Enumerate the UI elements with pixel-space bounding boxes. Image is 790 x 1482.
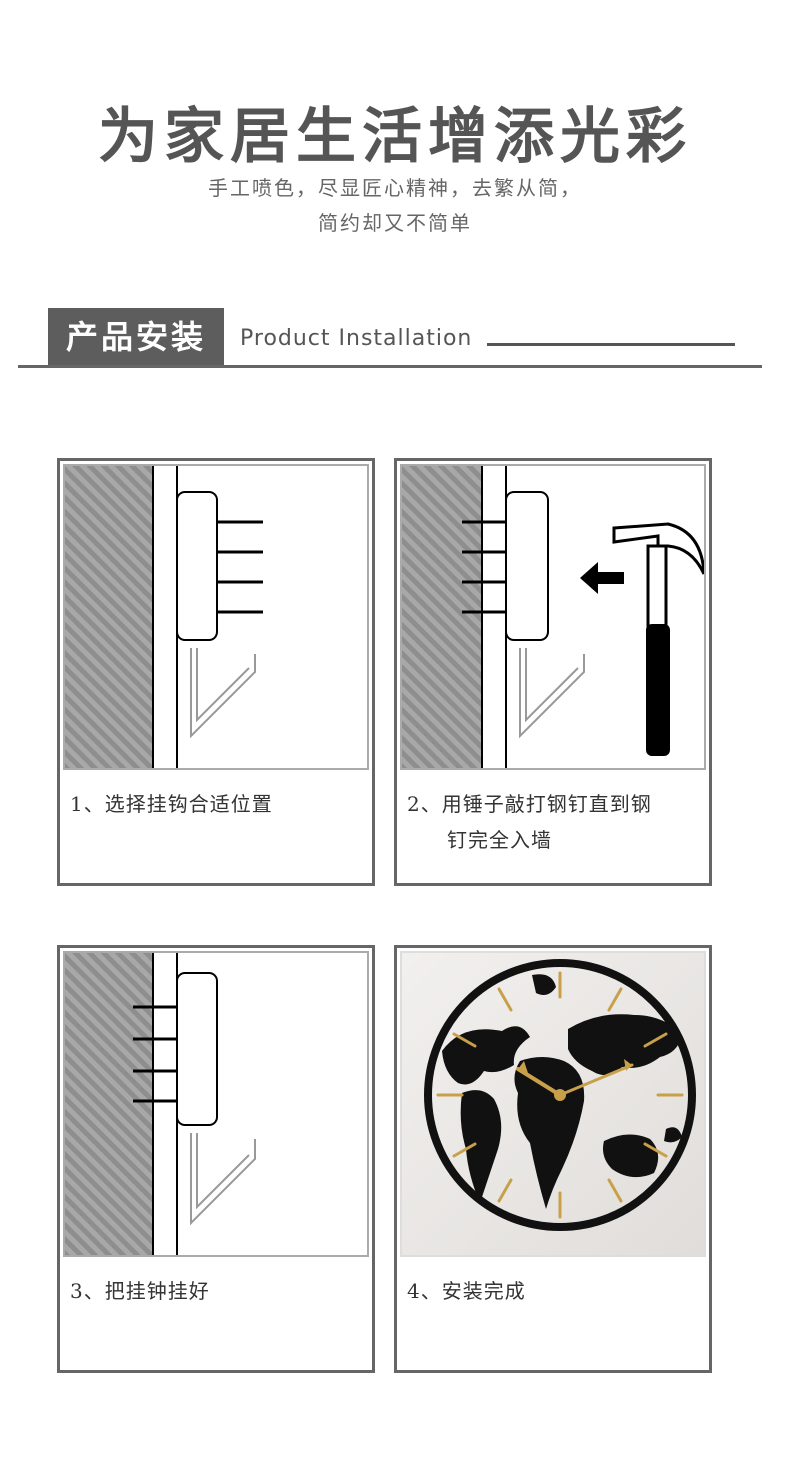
wall-hook-icon	[65, 466, 263, 768]
step-card-3: 3、把挂钟挂好	[57, 945, 375, 1373]
world-map-clock-icon	[402, 953, 704, 1255]
hammer-icon	[402, 466, 704, 768]
step-4-caption: 4、安装完成	[407, 1279, 526, 1303]
step-2-caption-line-2: 钉完全入墙	[447, 828, 552, 852]
step-2-caption: 2、用锤子敲打钢钉直到钢 钉完全入墙	[407, 786, 703, 858]
step-2-illustration	[400, 464, 706, 770]
section-title-en: Product Installation	[240, 326, 473, 351]
page-title: 为家居生活增添光彩	[98, 102, 692, 172]
subtitle-line-2: 简约却又不简单	[318, 211, 472, 235]
step-3-caption: 3、把挂钟挂好	[70, 1279, 210, 1303]
step-card-1: 1、选择挂钩合适位置	[57, 458, 375, 886]
section-divider	[18, 365, 762, 368]
step-3-illustration	[63, 951, 369, 1257]
step-card-4: 4、安装完成	[394, 945, 712, 1373]
hook-nailed-icon	[65, 953, 256, 1255]
step-1-caption: 1、选择挂钩合适位置	[70, 792, 273, 816]
section-underline	[487, 343, 735, 346]
step-2-caption-line-1: 2、用锤子敲打钢钉直到钢	[407, 792, 652, 816]
section-title-cn: 产品安装	[48, 308, 224, 366]
step-1-illustration	[63, 464, 369, 770]
step-4-illustration	[400, 951, 706, 1257]
step-card-2: 2、用锤子敲打钢钉直到钢 钉完全入墙	[394, 458, 712, 886]
subtitle-line-1: 手工喷色，尽显匠心精神，去繁从简，	[208, 176, 582, 200]
